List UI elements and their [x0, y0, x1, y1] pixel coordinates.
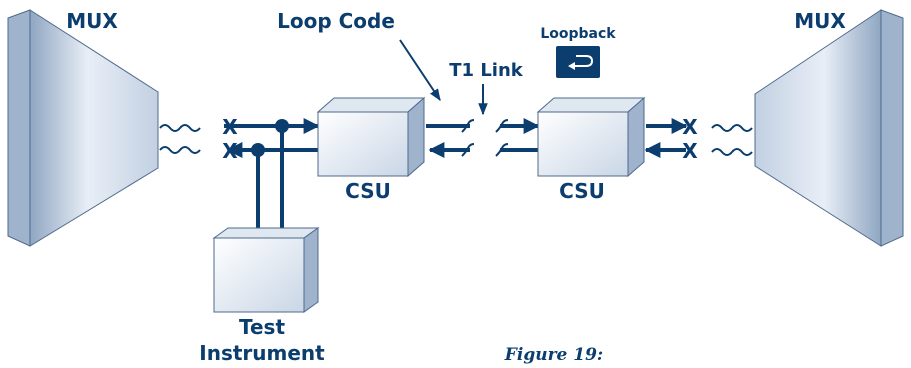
mux-right-shape — [754, 9, 904, 247]
loop-code-label: Loop Code — [277, 9, 395, 33]
csu-right-box — [536, 96, 646, 178]
wavy-link-left-top — [159, 124, 201, 132]
mux-right-label: MUX — [794, 9, 846, 33]
csu-left-label: CSU — [345, 179, 391, 203]
wavy-link-right-bottom — [711, 148, 753, 156]
tap-dot-2 — [251, 143, 265, 157]
loop-code-arrow — [399, 39, 441, 101]
loopback-label: Loopback — [540, 26, 616, 42]
loopback-icon — [556, 46, 600, 78]
mux-left-shape — [7, 9, 159, 247]
test-instrument-label-line2: Instrument — [199, 341, 325, 365]
break-mark-left-bottom — [461, 143, 475, 157]
t1-link-label: T1 Link — [449, 60, 524, 81]
x-mark-left-top: X — [222, 115, 238, 139]
wavy-link-left-bottom — [159, 146, 201, 154]
csu-left-box — [316, 96, 426, 178]
figure-caption: Figure 19: — [504, 345, 603, 365]
x-mark-right-top: X — [682, 115, 698, 139]
test-instrument-label-line1: Test — [239, 315, 285, 339]
x-mark-left-bottom: X — [222, 139, 238, 163]
break-mark-left-top — [461, 119, 475, 133]
csu-right-label: CSU — [559, 179, 605, 203]
wavy-link-right-top — [711, 124, 753, 132]
tap-dot-1 — [275, 119, 289, 133]
mux-left-label: MUX — [66, 9, 118, 33]
test-instrument-box — [212, 227, 320, 313]
x-mark-right-bottom: X — [682, 139, 698, 163]
